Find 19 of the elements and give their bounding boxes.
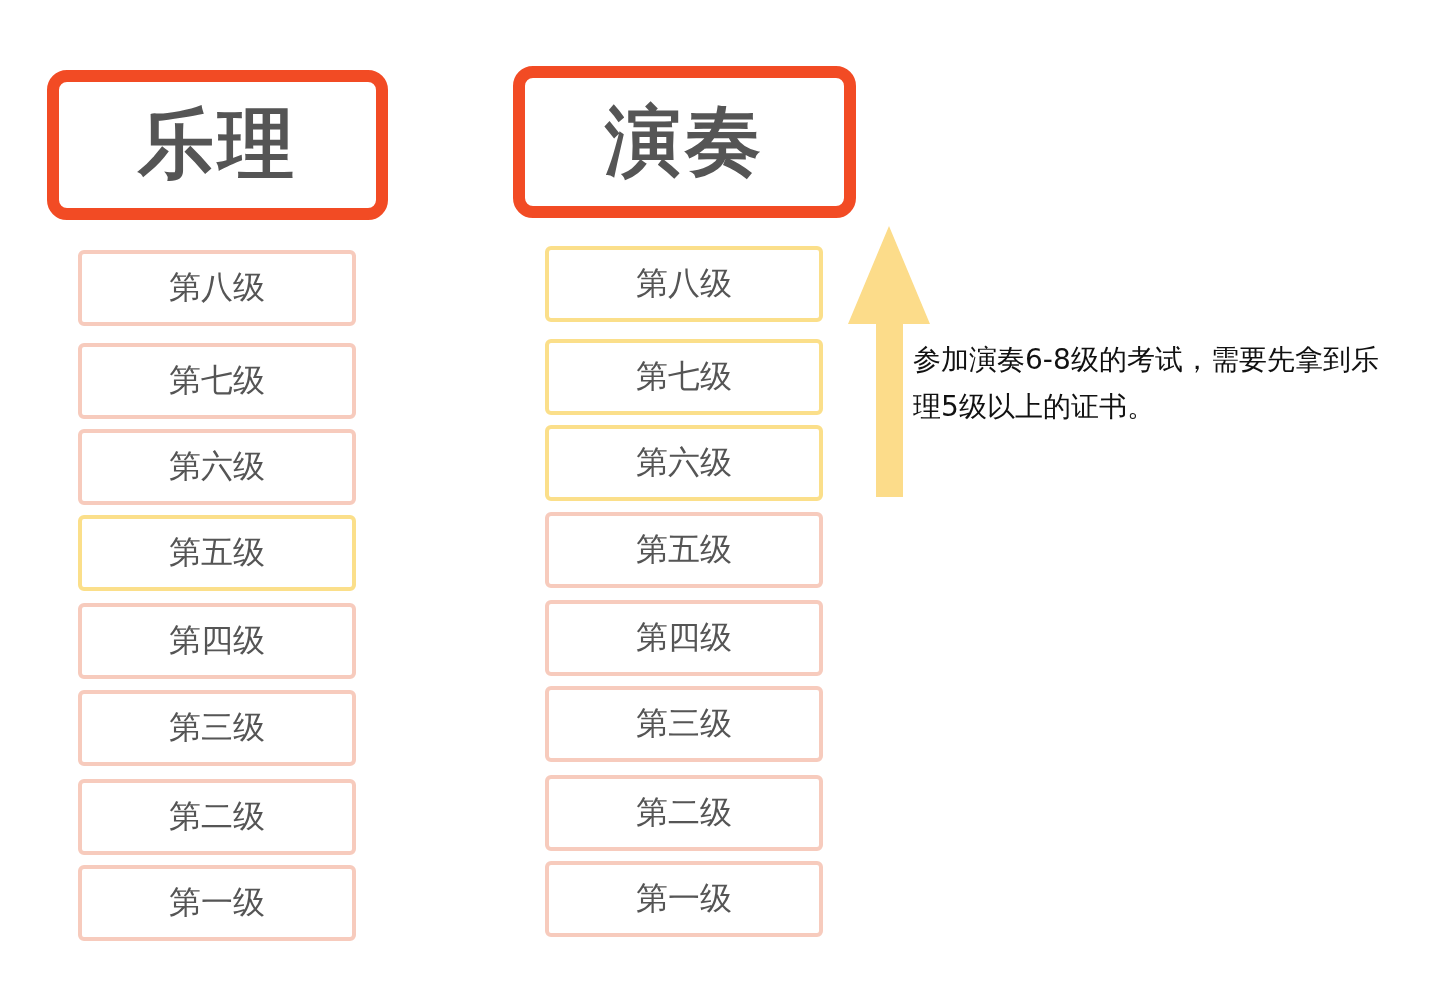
grade-box: 第二级 [78, 779, 356, 855]
grade-box: 第七级 [545, 339, 823, 415]
grade-box: 第一级 [545, 861, 823, 937]
category-header: 乐理 [47, 70, 388, 220]
note-text: 参加演奏6-8级的考试，需要先拿到乐理5级以上的证书。 [913, 342, 1380, 425]
grade-box: 第七级 [78, 343, 356, 419]
grade-box: 第三级 [545, 686, 823, 762]
grade-box: 第一级 [78, 865, 356, 941]
grade-box: 第八级 [545, 246, 823, 322]
category-header: 演奏 [513, 66, 856, 218]
grade-box: 第三级 [78, 690, 356, 766]
grade-box: 第四级 [78, 603, 356, 679]
grade-box: 第六级 [78, 429, 356, 505]
grade-box: 第二级 [545, 775, 823, 851]
grade-box: 第五级 [545, 512, 823, 588]
grade-box: 第五级 [78, 515, 356, 591]
grade-box: 第八级 [78, 250, 356, 326]
grade-box: 第四级 [545, 600, 823, 676]
grade-box: 第六级 [545, 425, 823, 501]
